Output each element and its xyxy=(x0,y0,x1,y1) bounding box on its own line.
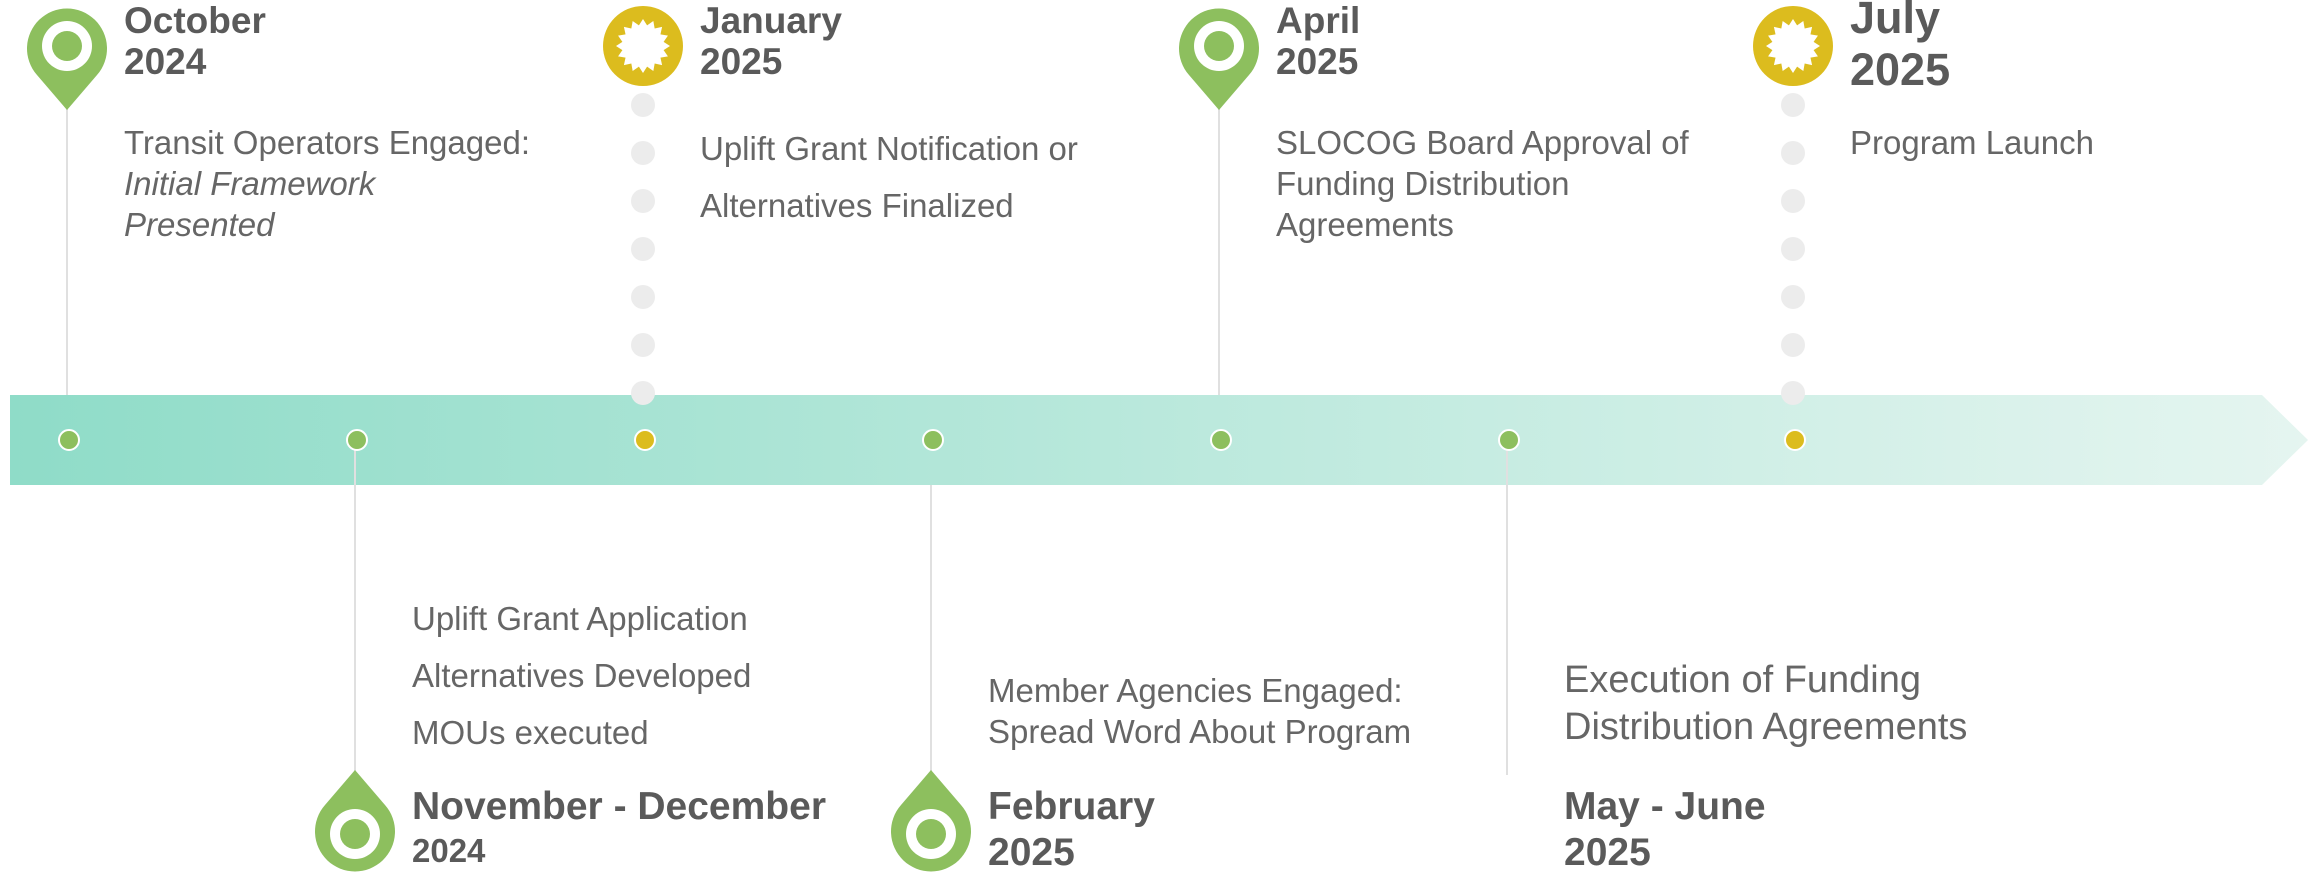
description-line: Funding Distribution xyxy=(1276,165,1570,202)
milestone-description-may-jun-2025: Execution of Funding Distribution Agreem… xyxy=(1564,657,1967,751)
year-label: 2025 xyxy=(1564,831,1651,874)
description-line: Execution of Funding xyxy=(1564,659,1922,701)
timeline-dots xyxy=(58,429,1806,451)
description-line: Program Launch xyxy=(1850,124,2094,161)
map-pin-icon xyxy=(891,770,971,872)
year-label: 2025 xyxy=(988,831,1075,874)
description-line: MOUs executed xyxy=(412,714,649,751)
description-line: Agreements xyxy=(1276,206,1454,243)
timeline-dot-may-jun-2025 xyxy=(1498,429,1520,451)
milestone-date-feb-2025: February 2025 xyxy=(988,784,1155,876)
milestone-description-oct-2024: Transit Operators Engaged: Initial Frame… xyxy=(124,122,530,245)
description-line: Presented xyxy=(124,206,275,243)
date-label: November - December xyxy=(412,785,826,828)
year-label: 2025 xyxy=(1850,44,1951,95)
timeline-dot-apr-2025 xyxy=(1210,429,1232,451)
year-label: 2024 xyxy=(412,832,486,869)
timeline-dot-feb-2025 xyxy=(922,429,944,451)
dotted-connector-jan-2025 xyxy=(631,93,655,405)
milestone-date-may-jun-2025: May - June 2025 xyxy=(1564,784,1766,876)
map-pin-icon xyxy=(1179,8,1259,111)
year-label: 2024 xyxy=(124,41,207,83)
description-line: Distribution Agreements xyxy=(1564,706,1968,748)
milestone-description-jul-2025: Program Launch xyxy=(1850,122,2094,163)
date-label: April xyxy=(1276,0,1361,41)
starburst-badge-icon xyxy=(603,6,683,86)
map-pin-icon xyxy=(315,770,395,872)
dotted-connector-jul-2025 xyxy=(1781,93,1805,405)
date-label: February xyxy=(988,785,1155,828)
milestone-date-nov-dec-2024: November - December 2024 xyxy=(412,785,826,873)
description-line: Alternatives Developed xyxy=(412,657,752,694)
milestone-date-oct-2024: October 2024 xyxy=(124,0,266,83)
description-line: Uplift Grant Application xyxy=(412,600,748,637)
description-line: SLOCOG Board Approval of xyxy=(1276,124,1689,161)
milestone-description-jan-2025: Uplift Grant Notification or Alternative… xyxy=(700,120,1078,234)
timeline-dot-jan-2025 xyxy=(634,429,656,451)
timeline-dot-nov-dec-2024 xyxy=(346,429,368,451)
description-line: Alternatives Finalized xyxy=(700,187,1014,224)
milestone-date-jan-2025: January 2025 xyxy=(700,0,842,83)
milestone-description-apr-2025: SLOCOG Board Approval of Funding Distrib… xyxy=(1276,122,1689,245)
milestone-date-apr-2025: April 2025 xyxy=(1276,0,1360,83)
starburst-badge-icon xyxy=(1753,6,1833,86)
date-label: January xyxy=(700,0,842,41)
date-label: July xyxy=(1850,0,1941,43)
description-line: Uplift Grant Notification or xyxy=(700,130,1078,167)
year-label: 2025 xyxy=(700,41,783,83)
description-line: Member Agencies Engaged: xyxy=(988,672,1403,709)
date-label: October xyxy=(124,0,266,41)
milestone-description-nov-dec-2024: Uplift Grant Application Alternatives De… xyxy=(412,590,751,761)
map-pin-icon xyxy=(27,8,108,111)
milestone-date-jul-2025: July 2025 xyxy=(1850,0,1950,96)
timeline-dot-oct-2024 xyxy=(58,429,80,451)
timeline-arrow xyxy=(10,395,2308,485)
description-line: Spread Word About Program xyxy=(988,713,1412,750)
date-label: May - June xyxy=(1564,785,1766,828)
year-label: 2025 xyxy=(1276,41,1359,83)
milestone-description-feb-2025: Member Agencies Engaged: Spread Word Abo… xyxy=(988,670,1411,752)
description-line: Initial Framework xyxy=(124,165,376,202)
timeline-dot-jul-2025 xyxy=(1784,429,1806,451)
description-line: Transit Operators Engaged: xyxy=(124,124,530,161)
